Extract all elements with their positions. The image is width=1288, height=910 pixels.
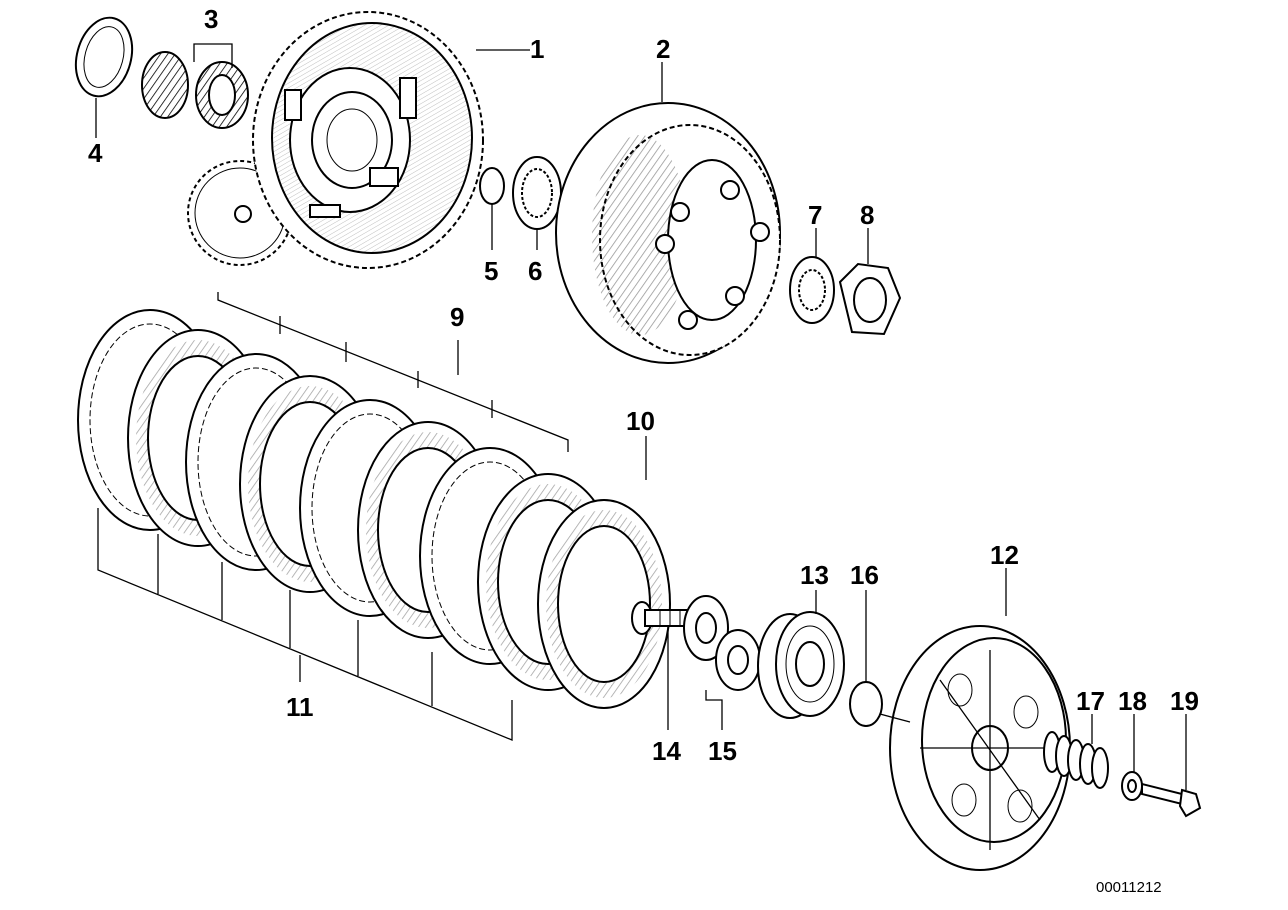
part-13-ball-bearing [757,611,845,719]
label-19: 19 [1170,686,1199,716]
label-1: 1 [530,34,544,64]
part-15-washers [683,595,761,691]
part-7-lock-washer [789,256,835,324]
part-labels: 1 2 3 4 5 6 7 8 9 10 11 12 13 14 15 16 1… [88,4,1199,896]
label-17: 17 [1076,686,1105,716]
leader-lines [95,43,1187,790]
part-3-needle-bearings [141,51,249,129]
label-13: 13 [800,560,829,590]
leader-9 [217,292,569,452]
label-8: 8 [860,200,874,230]
label-10: 10 [626,406,655,436]
reference-number: 00011212 [1096,879,1162,896]
label-12: 12 [990,540,1019,570]
part-4-seal-ring [74,16,134,98]
label-3: 3 [204,4,218,34]
label-4: 4 [88,138,103,168]
label-18: 18 [1118,686,1147,716]
label-5: 5 [484,256,498,286]
label-2: 2 [656,34,670,64]
part-17-spring [1043,731,1109,789]
label-9: 9 [450,302,464,332]
part-16-circlip [849,681,883,727]
part-6-lock-washer [512,156,562,230]
part-5-circlip [479,167,505,205]
part-1-clutch-basket [252,11,484,269]
label-15: 15 [708,736,737,766]
clutch-disc-pack [77,309,671,709]
leader-11 [97,508,513,741]
part-8-nut [838,262,902,336]
label-16: 16 [850,560,879,590]
label-7: 7 [808,200,822,230]
label-6: 6 [528,256,542,286]
part-18-washer [1121,771,1143,801]
label-14: 14 [652,736,681,766]
part-14-pushrod [631,601,692,635]
part-2-clutch-hub [555,102,781,364]
part-19-bolt [1141,782,1202,818]
label-11: 11 [286,692,314,722]
part-12-pressure-plate [889,625,1071,871]
